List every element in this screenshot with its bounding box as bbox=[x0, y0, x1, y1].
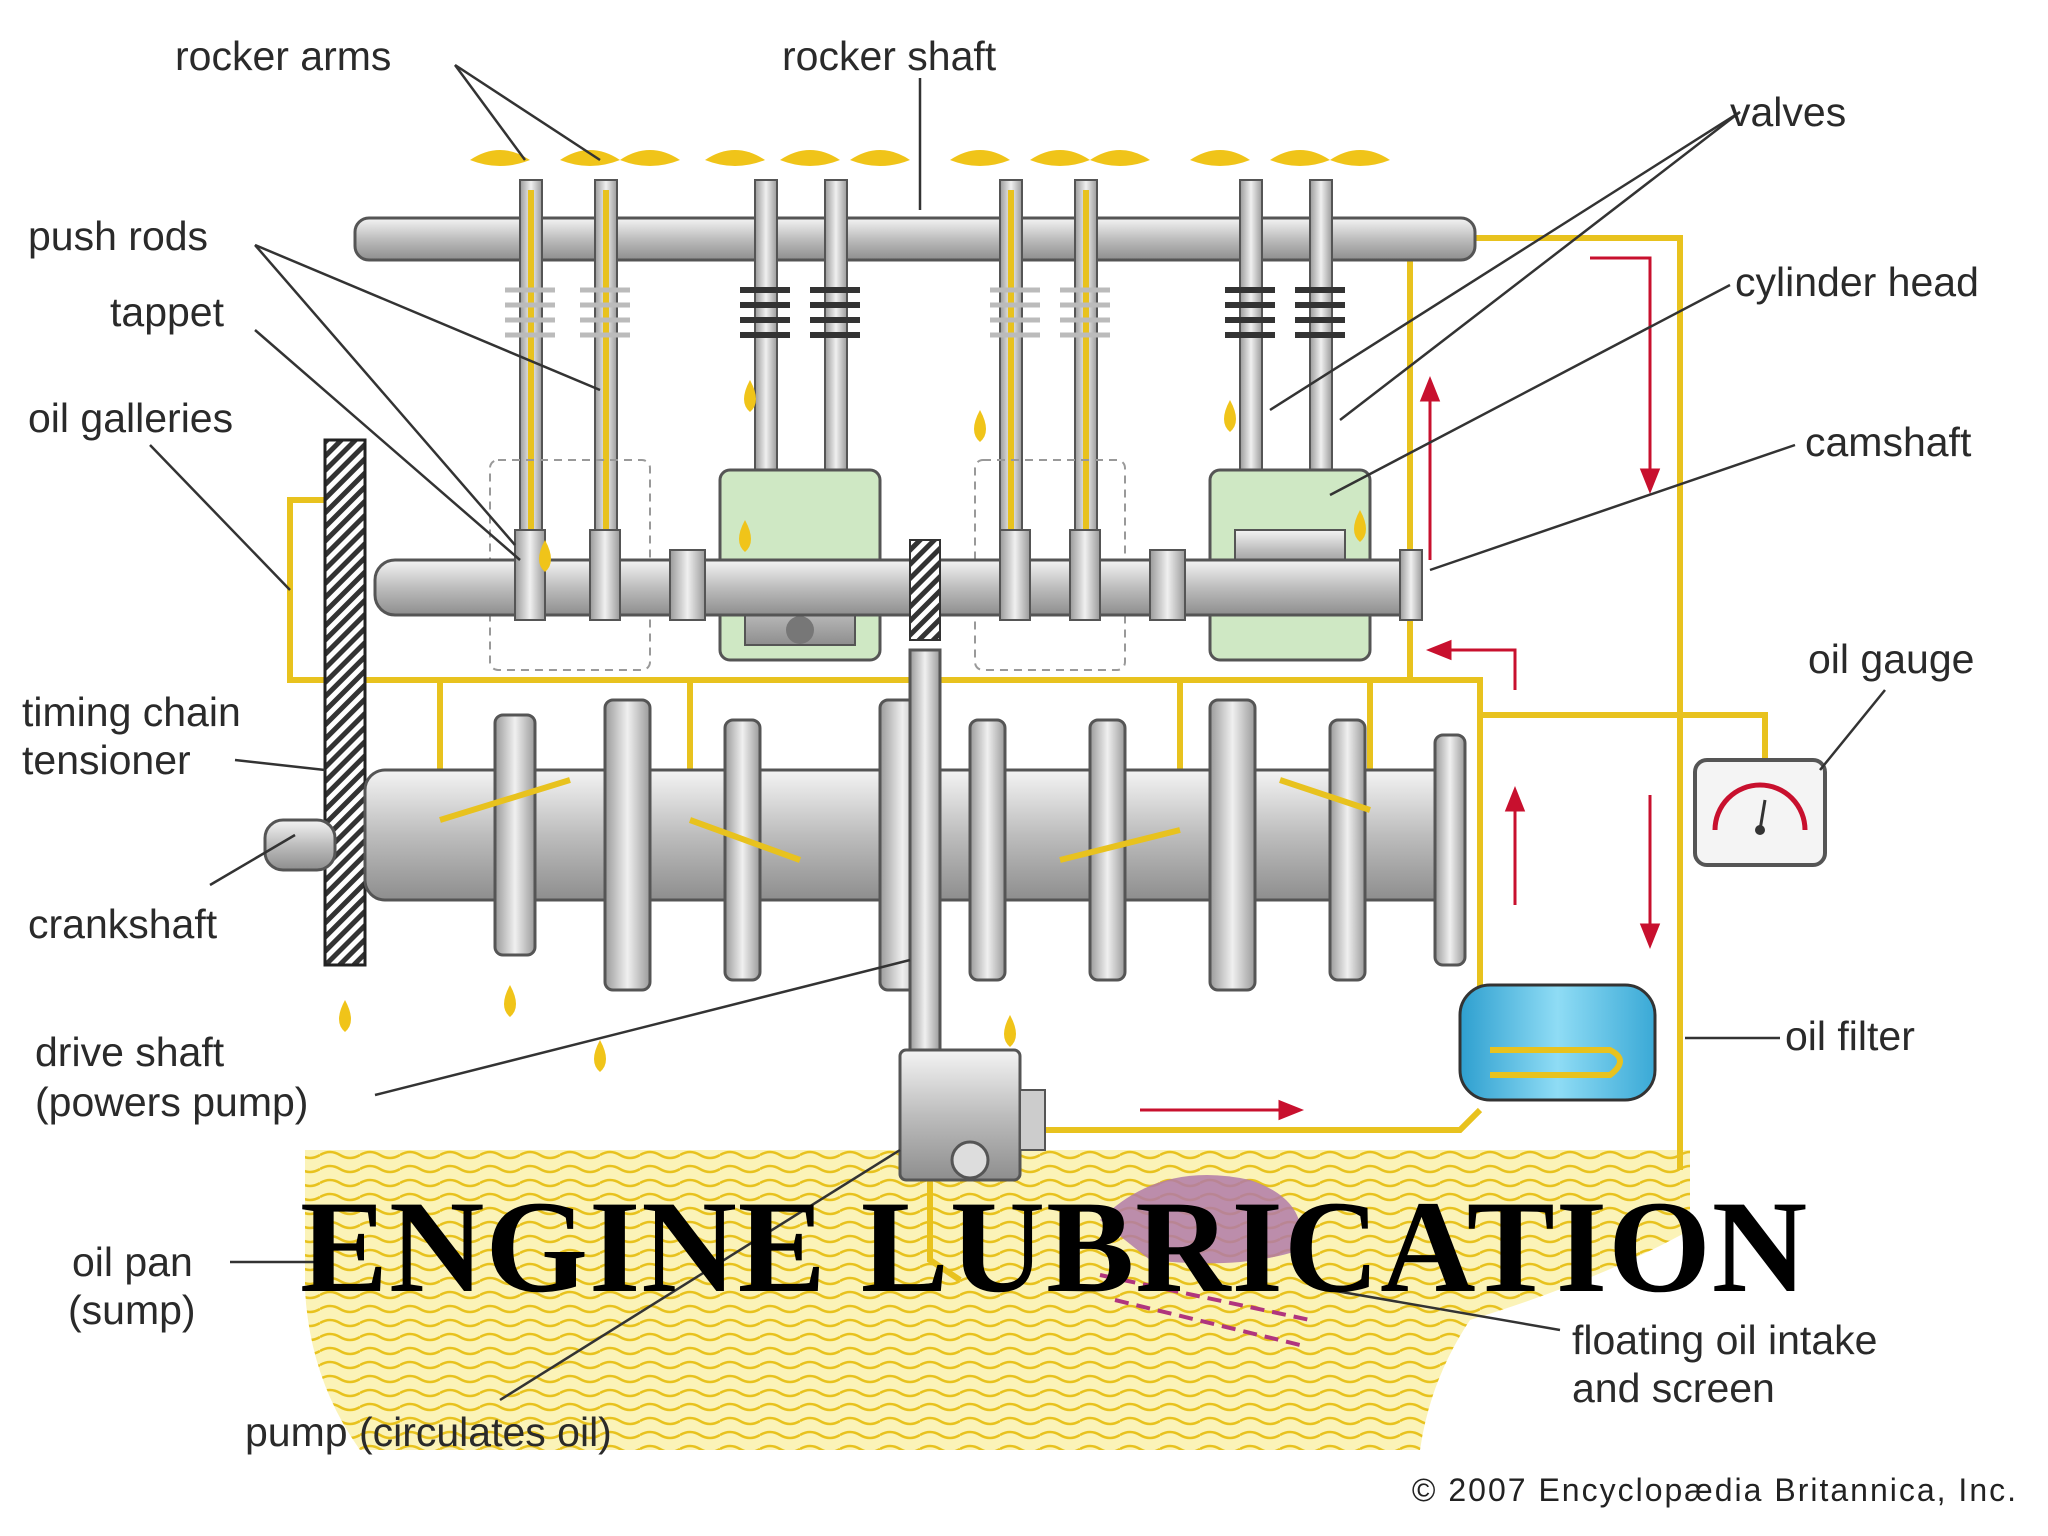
label-pump: pump (circulates oil) bbox=[245, 1409, 612, 1455]
oil-drops bbox=[339, 380, 1366, 1072]
oil-spray-top bbox=[470, 150, 1390, 166]
label-crankshaft: crankshaft bbox=[28, 901, 218, 947]
label-rocker-shaft: rocker shaft bbox=[782, 33, 997, 79]
label-timing-chain-line1: timing chain bbox=[22, 689, 241, 735]
valve-springs bbox=[740, 287, 1345, 338]
flow-arrows bbox=[1140, 256, 1661, 1121]
floating-intake-screen bbox=[1099, 1175, 1311, 1347]
label-timing-chain-line2: tensioner bbox=[22, 737, 191, 783]
label-drive-shaft-line1: drive shaft bbox=[35, 1029, 225, 1075]
label-cylinder-head: cylinder head bbox=[1735, 259, 1979, 305]
label-oil-gauge: oil gauge bbox=[1808, 636, 1975, 682]
oil-pump bbox=[898, 1048, 1046, 1182]
leader-lines bbox=[149, 63, 1886, 1402]
crankshaft bbox=[263, 698, 1467, 992]
label-push-rods: push rods bbox=[28, 213, 209, 259]
page-title: ENGINE LUBRICATION bbox=[300, 1173, 1809, 1320]
drive-shaft bbox=[908, 648, 942, 1102]
label-oil-galleries: oil galleries bbox=[28, 395, 234, 441]
timing-gear bbox=[909, 539, 941, 641]
label-floating-intake-line2: and screen bbox=[1572, 1365, 1775, 1411]
label-floating-intake-line1: floating oil intake bbox=[1572, 1317, 1878, 1363]
label-tappet: tappet bbox=[110, 289, 224, 335]
timing-chain-tensioner bbox=[323, 438, 367, 967]
rocker-shaft bbox=[353, 216, 1477, 262]
copyright-credit: © 2007 Encyclopædia Britannica, Inc. bbox=[1411, 1472, 2018, 1508]
label-oil-filter: oil filter bbox=[1785, 1013, 1915, 1059]
label-oil-pan-line2: (sump) bbox=[68, 1287, 196, 1333]
push-rods-and-valves bbox=[519, 179, 1333, 581]
label-valves: valves bbox=[1730, 89, 1847, 135]
label-oil-pan-line1: oil pan bbox=[72, 1239, 193, 1285]
label-rocker-arms: rocker arms bbox=[175, 33, 392, 79]
oil-pan-sump bbox=[305, 1150, 1690, 1450]
oil-filter bbox=[1458, 983, 1657, 1102]
label-camshaft: camshaft bbox=[1805, 419, 1972, 465]
oil-gauge bbox=[1693, 758, 1827, 867]
label-drive-shaft-line2: (powers pump) bbox=[35, 1079, 309, 1125]
